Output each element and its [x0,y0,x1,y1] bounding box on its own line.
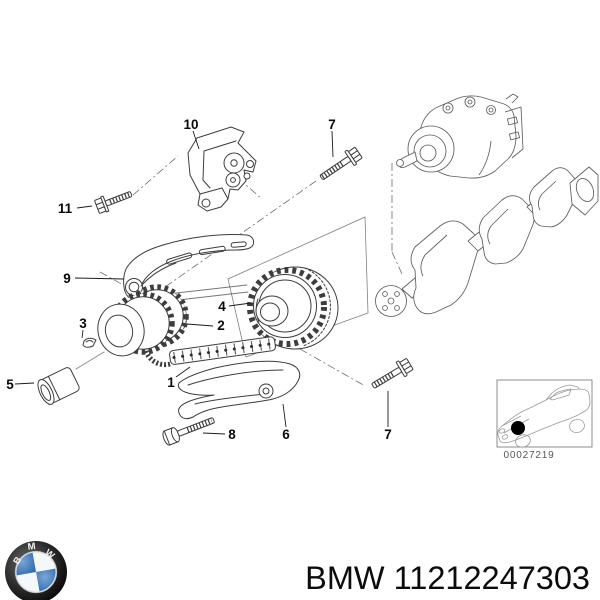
car-outline-sketch [498,385,590,449]
tensioner-unit-10 [188,127,256,211]
callout-7-bottom: 7 [384,427,392,442]
bmw-logo-quadrants [16,552,56,592]
callout-7-top: 7 [328,117,336,132]
brand-text: BMW [305,560,385,596]
bolt-8 [161,413,216,446]
crankshaft-drawing [376,167,599,317]
callout-2: 2 [217,318,225,333]
callout-1: 1 [167,375,175,390]
sprocket-large [250,267,338,349]
bolt-7-top [317,145,364,184]
bmw-logo-letter-b: B [11,555,24,567]
callout-6: 6 [282,427,290,442]
key-3 [83,338,96,347]
projection-plane [228,217,368,357]
bushing-5 [35,366,81,407]
sprocket-crank [93,287,191,360]
car-thumbnail: 00027219 [497,380,592,461]
timing-chain [146,336,276,365]
callout-5: 5 [6,377,14,392]
callout-4: 4 [218,299,226,314]
guide-rail-upper [124,234,254,299]
bmw-logo: B M W [5,541,67,600]
callout-10: 10 [183,117,198,132]
callout-3: 3 [79,316,87,331]
tensioner-rail-lower [178,361,299,418]
callout-9: 9 [63,271,71,286]
bmw-logo-letter-m: M [27,541,36,553]
bolt-7-bottom [369,357,415,394]
part-number-value: 11212247303 [394,560,590,596]
fuel-pump-drawing [397,94,524,178]
callout-11: 11 [58,201,73,216]
thumbnail-code: 00027219 [504,450,555,461]
bolt-11 [94,186,134,214]
callout-8: 8 [228,427,236,442]
leader-lines [15,131,388,434]
highlight-dot [511,421,525,435]
